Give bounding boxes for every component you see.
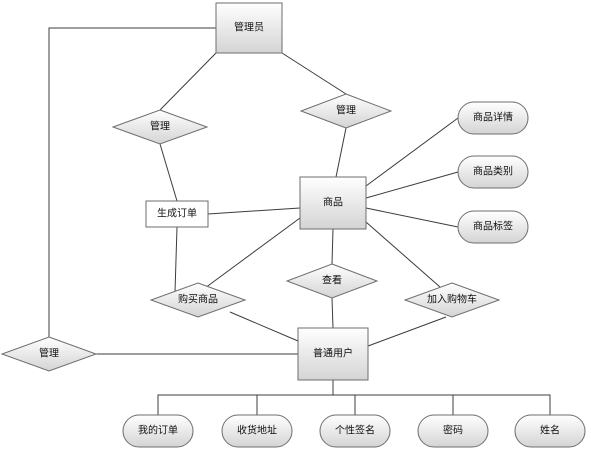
product-tag-attribute-label: 商品标签 xyxy=(473,220,513,233)
attribute-pill xyxy=(221,414,293,448)
buy-product-relation: 购买商品 xyxy=(149,282,247,318)
manage-relation-left-label: 管理 xyxy=(150,120,170,133)
product-tag-attribute: 商品标签 xyxy=(457,210,529,244)
shipping-address-attribute: 收货地址 xyxy=(221,414,293,448)
edge-rel_manage_left-to-order xyxy=(159,143,178,202)
attribute-pill xyxy=(122,414,194,448)
add-to-cart-relation-label: 加入购物车 xyxy=(427,293,477,306)
relation-diamond xyxy=(0,336,98,372)
name-attribute-label: 姓名 xyxy=(540,424,560,437)
attribute-pill xyxy=(457,155,529,189)
edge-product-to-attr_category xyxy=(365,171,459,199)
edge-product-to-rel_cart xyxy=(365,221,441,288)
admin-entity: 管理员 xyxy=(215,2,283,54)
edge-rel_view-to-user xyxy=(331,297,334,329)
manage-relation-right-label: 管理 xyxy=(336,104,356,117)
add-to-cart-relation: 加入购物车 xyxy=(403,282,501,318)
user-entity-label: 普通用户 xyxy=(313,347,353,360)
name-attribute: 姓名 xyxy=(514,414,586,448)
admin-entity-label: 管理员 xyxy=(234,21,264,34)
shipping-address-attribute-label: 收货地址 xyxy=(237,424,277,437)
process-box xyxy=(145,200,209,228)
edge-order-to-rel_buy xyxy=(174,226,178,293)
edge-user-to-attr_name xyxy=(333,394,551,415)
manage-relation-left: 管理 xyxy=(111,109,209,145)
view-relation-label: 查看 xyxy=(322,274,342,287)
product-category-attribute: 商品类别 xyxy=(457,155,529,189)
relation-diamond xyxy=(299,93,393,129)
edge-admin-to-rel_manage_left xyxy=(159,52,217,111)
entity-rect xyxy=(215,2,283,54)
manage-user-relation-label: 管理 xyxy=(39,347,59,360)
view-relation: 查看 xyxy=(285,263,379,299)
manage-relation-right: 管理 xyxy=(299,93,393,129)
attribute-pill xyxy=(457,101,529,135)
manage-user-relation: 管理 xyxy=(0,336,98,372)
my-orders-attribute: 我的订单 xyxy=(122,414,194,448)
entity-rect xyxy=(299,176,367,230)
relation-diamond xyxy=(111,109,209,145)
edge-admin-to-rel_manage_right xyxy=(281,52,347,95)
entity-rect xyxy=(297,327,369,381)
relation-diamond xyxy=(285,263,379,299)
attribute-pill xyxy=(319,414,391,448)
generate-order-box: 生成订单 xyxy=(145,200,209,228)
edge-admin-to-rel_manage_user xyxy=(48,27,216,337)
product-detail-attribute-label: 商品详情 xyxy=(473,111,513,124)
edge-product-to-attr_detail xyxy=(365,117,459,187)
edge-product-to-attr_tag xyxy=(365,207,459,228)
edge-product-to-rel_view xyxy=(331,228,334,265)
edge-order-to-product xyxy=(207,207,301,215)
edge-rel_cart-to-user xyxy=(367,316,447,347)
my-orders-attribute-label: 我的订单 xyxy=(138,424,178,437)
relation-diamond xyxy=(403,282,501,318)
password-attribute: 密码 xyxy=(417,414,489,448)
signature-attribute-label: 个性签名 xyxy=(335,424,375,437)
edge-user-to-attr_orders xyxy=(157,380,334,415)
user-entity: 普通用户 xyxy=(297,327,369,381)
attribute-pill xyxy=(417,414,489,448)
product-entity-label: 商品 xyxy=(323,196,343,209)
signature-attribute: 个性签名 xyxy=(319,414,391,448)
attribute-pill xyxy=(514,414,586,448)
attribute-pill xyxy=(457,210,529,244)
relation-diamond xyxy=(149,282,247,318)
edge-rel_buy-to-user xyxy=(229,311,299,342)
product-category-attribute-label: 商品类别 xyxy=(473,165,513,178)
product-detail-attribute: 商品详情 xyxy=(457,101,529,135)
product-entity: 商品 xyxy=(299,176,367,230)
edge-product-to-rel_buy xyxy=(204,217,301,289)
generate-order-box-label: 生成订单 xyxy=(157,207,197,220)
connector-lines xyxy=(48,27,551,415)
buy-product-relation-label: 购买商品 xyxy=(178,293,218,306)
edge-rel_manage_right-to-product xyxy=(335,127,347,178)
password-attribute-label: 密码 xyxy=(443,424,463,437)
